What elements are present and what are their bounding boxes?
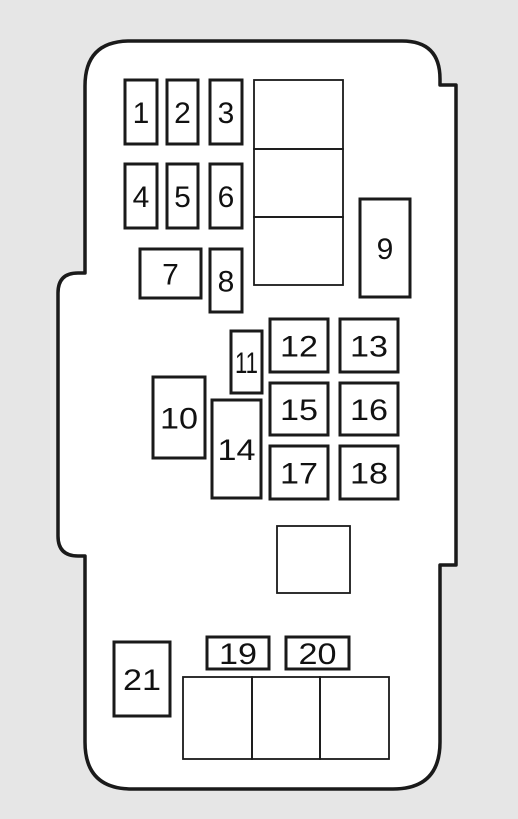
fuse-3-box (208, 78, 244, 146)
fuse-5-box (165, 162, 200, 230)
fuse-15-box (268, 381, 330, 437)
fuse-16-label: 16 (350, 394, 388, 427)
fuse-1-label: 1 (133, 97, 150, 130)
fuse-8-label: 8 (218, 266, 235, 299)
fuse-10-box (151, 375, 207, 460)
fuse-19-label: 19 (219, 638, 257, 671)
relay-bottom-3 (319, 676, 390, 760)
fuse-4-label: 4 (133, 181, 150, 214)
fuse-2-box (165, 78, 200, 146)
relay-middle (276, 525, 351, 594)
fuse-14-box (210, 398, 263, 500)
fuse-11-label: 11 (235, 347, 258, 380)
fuse-4-box (123, 162, 159, 230)
fuse-7-box (138, 247, 203, 300)
fuse-10-label: 10 (160, 403, 198, 436)
fuse-5-label: 5 (174, 181, 191, 214)
fuse-21-label: 21 (123, 664, 161, 697)
fuse-12-box (268, 317, 330, 374)
fuse-9-box (358, 197, 412, 299)
fuse-18-box (338, 444, 400, 501)
fuse-18-label: 18 (350, 458, 388, 491)
fuse-12-label: 12 (280, 331, 318, 364)
fuse-17-box (268, 444, 330, 501)
fuse-16-box (338, 381, 400, 437)
fuse-13-label: 13 (350, 331, 388, 364)
fuse-19-box (205, 635, 271, 671)
fuse-11-box (229, 329, 264, 395)
relay-group (182, 79, 390, 760)
fuse-3-label: 3 (218, 97, 235, 130)
fuse-20-label: 20 (299, 638, 337, 671)
fuse-6-box (208, 162, 244, 230)
fuse-6-label: 6 (218, 181, 235, 214)
fuse-13-box (338, 317, 400, 374)
fuse-17-label: 17 (280, 458, 318, 491)
fuse-8-box (208, 247, 244, 314)
fuse-20-box (284, 635, 351, 671)
fuse-1-box (123, 78, 159, 146)
relay-top-3 (253, 216, 344, 286)
fuse-15-label: 15 (280, 394, 318, 427)
fuse-9-label: 9 (377, 233, 394, 266)
fuse-2-label: 2 (174, 97, 191, 130)
fuse-7-label: 7 (162, 259, 179, 292)
fuse-14-label: 14 (218, 434, 256, 467)
fuse-21-box (112, 640, 172, 718)
